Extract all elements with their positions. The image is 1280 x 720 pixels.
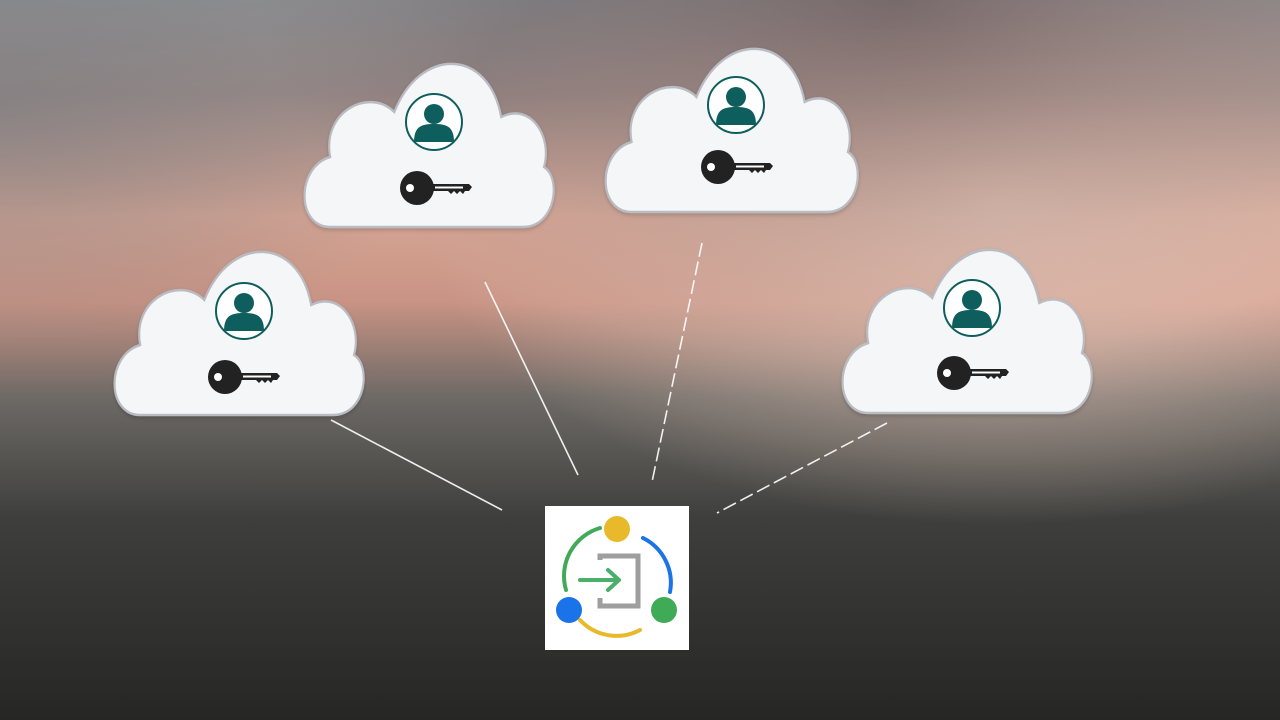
hub-node-green: [651, 597, 677, 623]
key-icon: [701, 150, 773, 184]
sso-login-hub-icon: [545, 506, 689, 650]
user-avatar-icon: [943, 279, 1001, 337]
hub-node-yellow: [604, 516, 630, 542]
connector-line-dashed: [651, 242, 703, 483]
connectors: [330, 242, 888, 514]
connector-line: [484, 281, 579, 476]
connector-line-dashed: [716, 422, 888, 514]
key-icon: [937, 356, 1009, 390]
key-icon: [400, 171, 472, 205]
hub-arc-blue: [641, 536, 673, 594]
hub-node-blue: [556, 597, 582, 623]
hub-arrow: [578, 568, 621, 592]
connector-line: [330, 419, 503, 511]
user-avatar-icon: [405, 93, 463, 151]
hub-arc-green: [562, 526, 602, 592]
key-icon: [208, 360, 280, 394]
hub-arc-yellow: [578, 618, 642, 638]
user-avatar-icon: [707, 76, 765, 134]
user-avatar-icon: [215, 282, 273, 340]
hub-door: [597, 553, 641, 609]
